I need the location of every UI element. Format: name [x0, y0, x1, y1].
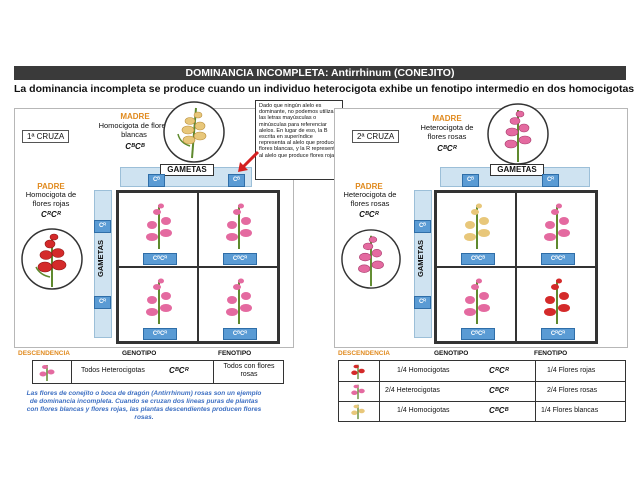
pink-flower-icon [351, 384, 365, 400]
page-title: DOMINANCIA INCOMPLETA: Antirrhinum (CONE… [14, 66, 626, 80]
cross2-gamete-top-2: Cᴿ [542, 174, 559, 187]
cross1-father-title: PADRE [37, 182, 65, 191]
allele-notation-callout: Dado que ningún alelo es dominante, no p… [255, 100, 343, 180]
cross1-descendencia-label: DESCENDENCIA [18, 350, 71, 357]
cross2-gametes-title: GAMETAS [490, 164, 544, 176]
cross2-father-desc: Heterocigota de flores rosas [343, 190, 397, 208]
cross1-father-flower [21, 228, 83, 290]
cross2-cell-3-genotype: CᴮCᴿ [461, 328, 495, 340]
pink-flower-icon [146, 278, 172, 324]
cross1-row-phenotype: Todos con flores rosas [223, 363, 275, 378]
cross2-father-genotype: CᴮCᴿ [359, 210, 379, 219]
cross2-gamete-top-1: Cᴮ [462, 174, 479, 187]
cross1-cell-2: CᴮCᴿ [198, 192, 278, 267]
cross2-side-gametes-title: GAMETAS [416, 240, 425, 277]
cross1-mother-title: MADRE [120, 112, 150, 121]
cross1-mother-desc: Homocigota de flores blancas [98, 121, 170, 139]
callout-arrow [238, 150, 260, 172]
cross2-row-3-genotype-symbol: CᴮCᴮ [489, 406, 509, 415]
cross1-cell-4: CᴮCᴿ [198, 267, 278, 342]
cross2-father-flower [341, 229, 401, 289]
cross2-row-2-genotype-symbol: CᴮCᴿ [489, 386, 509, 395]
cross2-row-1-phenotype: 1/4 Flores rojas [547, 367, 596, 374]
cross1-father-genotype: CᴿCᴿ [40, 210, 62, 219]
red-flower-icon [351, 364, 365, 380]
cross2-mother-title: MADRE [432, 114, 462, 123]
cross2-cell-2-genotype: CᴮCᴿ [541, 253, 575, 265]
cross2-cell-4: CᴿCᴿ [516, 267, 596, 342]
red-flower-icon [544, 278, 570, 324]
cross2-row-2-phenotype: 2/4 Flores rosas [547, 387, 598, 394]
pink-flower-icon [464, 278, 490, 324]
cross1-mother-genotype: CᴮCᴮ [125, 142, 145, 151]
pink-flower-icon [226, 278, 252, 324]
cross1-fenotipo-header: FENOTIPO [218, 350, 252, 357]
cross2-gamete-side-2: Cᴿ [414, 296, 431, 309]
cross2-label: 2ª CRUZA [352, 130, 400, 143]
cross2-cell-1: CᴮCᴮ [436, 192, 516, 267]
cross1-caption: Las flores de conejito o boca de dragón … [26, 390, 262, 421]
cross1-gametes-title: GAMETAS [160, 164, 214, 176]
cross1-cell-2-genotype: CᴮCᴿ [223, 253, 257, 265]
cross2-cell-4-genotype: CᴿCᴿ [541, 328, 575, 340]
cross1-cell-4-genotype: CᴮCᴿ [223, 328, 257, 340]
cross1-row-genotype: Todos Heterocigotas [81, 367, 145, 374]
cross1-cell-1-genotype: CᴮCᴿ [143, 253, 177, 265]
cross1-side-gametes-title: GAMETAS [96, 240, 105, 277]
cross1-cell-3: CᴮCᴿ [118, 267, 198, 342]
cross2-row-1-genotype-symbol: CᴿCᴿ [489, 366, 510, 375]
cross2-mother-genotype: CᴮCᴿ [437, 144, 457, 153]
cross1-cell-1: CᴮCᴿ [118, 192, 198, 267]
cross1-row-genotype-symbol: CᴮCᴿ [169, 366, 189, 375]
pink-flower-icon [39, 365, 55, 381]
pink-flower-icon [544, 203, 570, 249]
cross1-genotipo-header: GENOTIPO [122, 350, 157, 357]
cross2-row-3-genotype: 1/4 Homocigotas [397, 407, 450, 414]
cross1-result-table: Todos Heterocigotas CᴮCᴿ Todos con flore… [32, 360, 284, 384]
cross1-gamete-top-2: Cᴮ [228, 174, 245, 187]
cross2-cell-2: CᴮCᴿ [516, 192, 596, 267]
intro-text: La dominancia incompleta se produce cuan… [14, 83, 635, 95]
cross1-gamete-side-2: Cᴿ [94, 296, 111, 309]
cross2-row-3-phenotype: 1/4 Flores blancas [541, 407, 599, 414]
cross1-punnett-grid: CᴮCᴿ CᴮCᴿ CᴮCᴿ CᴮCᴿ [116, 190, 280, 344]
cross2-row-1-genotype: 1/4 Homocigotas [397, 367, 450, 374]
cross2-mother-flower [487, 103, 549, 165]
cross1-gamete-top-1: Cᴮ [148, 174, 165, 187]
cross2-father-title: PADRE [355, 182, 383, 191]
cross2-fenotipo-header: FENOTIPO [534, 350, 568, 357]
cross2-punnett-grid: CᴮCᴮ CᴮCᴿ CᴮCᴿ CᴿCᴿ [434, 190, 598, 344]
cross1-cell-3-genotype: CᴮCᴿ [143, 328, 177, 340]
cross2-row-2-genotype: 2/4 Heterocigotas [385, 387, 440, 394]
cross1-gamete-side-1: Cᴿ [94, 220, 111, 233]
white-flower-icon [351, 404, 365, 420]
pink-flower-icon [226, 203, 252, 249]
cross1-mother-flower [163, 101, 225, 163]
white-flower-icon [464, 203, 490, 249]
cross2-gamete-side-1: Cᴮ [414, 220, 431, 233]
cross1-label: 1ª CRUZA [22, 130, 70, 143]
cross2-result-table: 1/4 Homocigotas CᴿCᴿ 1/4 Flores rojas 2/… [338, 360, 626, 422]
cross2-mother-desc: Heterocigota de flores rosas [420, 123, 474, 141]
cross2-genotipo-header: GENOTIPO [434, 350, 469, 357]
cross2-cell-3: CᴮCᴿ [436, 267, 516, 342]
pink-flower-icon [146, 203, 172, 249]
cross2-cell-1-genotype: CᴮCᴮ [461, 253, 495, 265]
cross1-father-desc: Homocigota de flores rojas [25, 190, 77, 208]
cross2-descendencia-label: DESCENDENCIA [338, 350, 391, 357]
